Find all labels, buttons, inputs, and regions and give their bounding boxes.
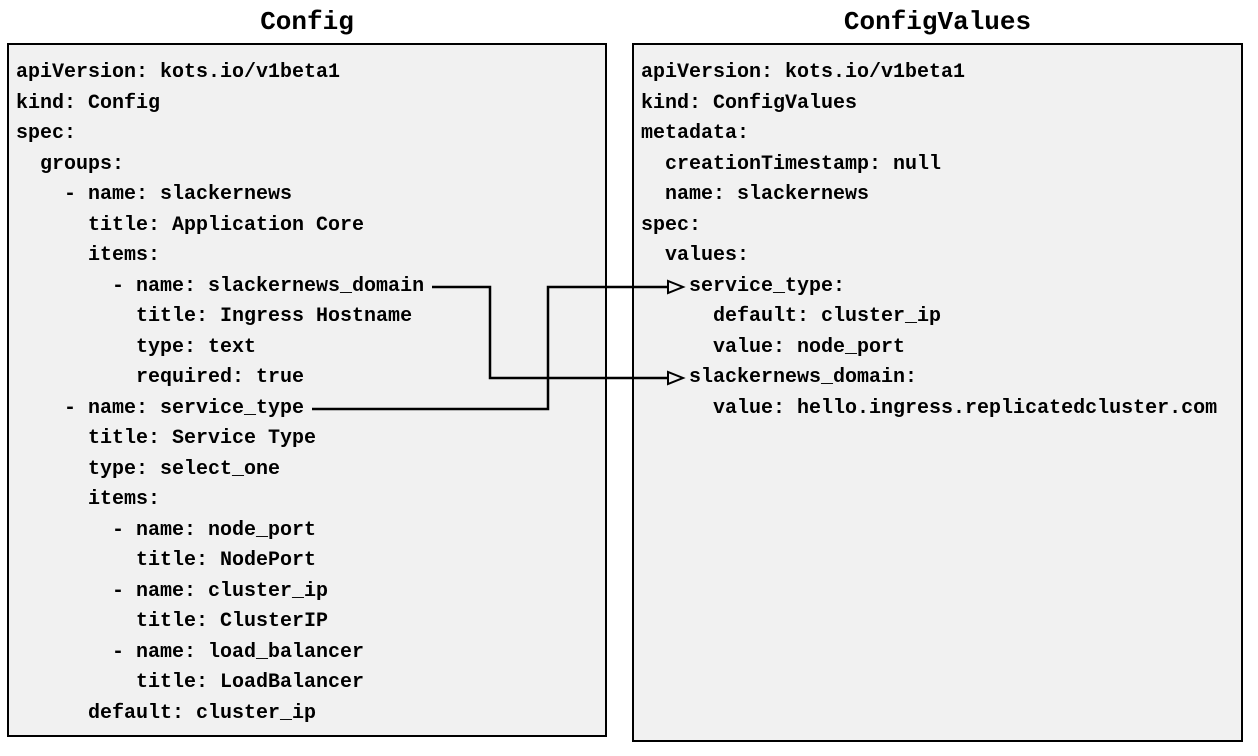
code-line: kind: Config <box>16 91 161 115</box>
code-line: title: ClusterIP <box>16 610 329 633</box>
code-line: values: <box>641 244 750 267</box>
code-line: title: Application Core <box>16 213 365 237</box>
code-line: metadata: <box>641 122 750 145</box>
config-panel-title: Config <box>260 7 354 37</box>
code-line: service_type: <box>641 274 846 298</box>
code-line: type: text <box>16 335 257 359</box>
code-line: required: true <box>16 366 305 389</box>
code-line: slackernews_domain: <box>641 366 918 389</box>
config-panel: apiVersion: kots.io/v1beta1 kind: Config s… <box>7 43 607 737</box>
code-line: - name: slackernews <box>16 183 293 206</box>
code-line: items: <box>16 488 161 511</box>
configvalues-panel: apiVersion: kots.io/v1beta1 kind: ConfigV… <box>632 43 1243 742</box>
code-line: items: <box>16 244 161 267</box>
code-line: creationTimestamp: null <box>641 152 942 176</box>
code-line: apiVersion: kots.io/v1beta1 <box>641 61 966 84</box>
code-line: default: cluster_ip <box>641 305 942 328</box>
code-line: value: hello.ingress.replicatedcluster.c… <box>641 396 1218 420</box>
code-line: title: Ingress Hostname <box>16 305 413 328</box>
config-yaml-code: apiVersion: kots.io/v1beta1 kind: Config s… <box>9 45 605 742</box>
code-line: name: slackernews <box>641 183 870 206</box>
code-line: spec: <box>16 122 77 145</box>
code-line: apiVersion: kots.io/v1beta1 <box>16 61 341 84</box>
configvalues-yaml-code: apiVersion: kots.io/v1beta1 kind: ConfigV… <box>634 45 1241 437</box>
code-line: - name: node_port <box>16 518 317 542</box>
code-line: type: select_one <box>16 457 281 481</box>
code-line: - name: load_balancer <box>16 640 365 664</box>
code-line: - name: cluster_ip <box>16 579 329 603</box>
code-line: spec: <box>641 213 702 237</box>
code-line: groups: <box>16 152 125 176</box>
code-line: - name: service_type <box>16 396 305 420</box>
code-line: - name: slackernews_domain <box>16 274 425 298</box>
code-line: title: LoadBalancer <box>16 671 365 694</box>
code-line: title: Service Type <box>16 427 317 450</box>
code-line: default: cluster_ip <box>16 701 317 725</box>
code-line: value: node_port <box>641 335 906 359</box>
configvalues-panel-title: ConfigValues <box>843 7 1032 37</box>
code-line: kind: ConfigValues <box>641 91 858 115</box>
code-line: title: NodePort <box>16 549 317 572</box>
